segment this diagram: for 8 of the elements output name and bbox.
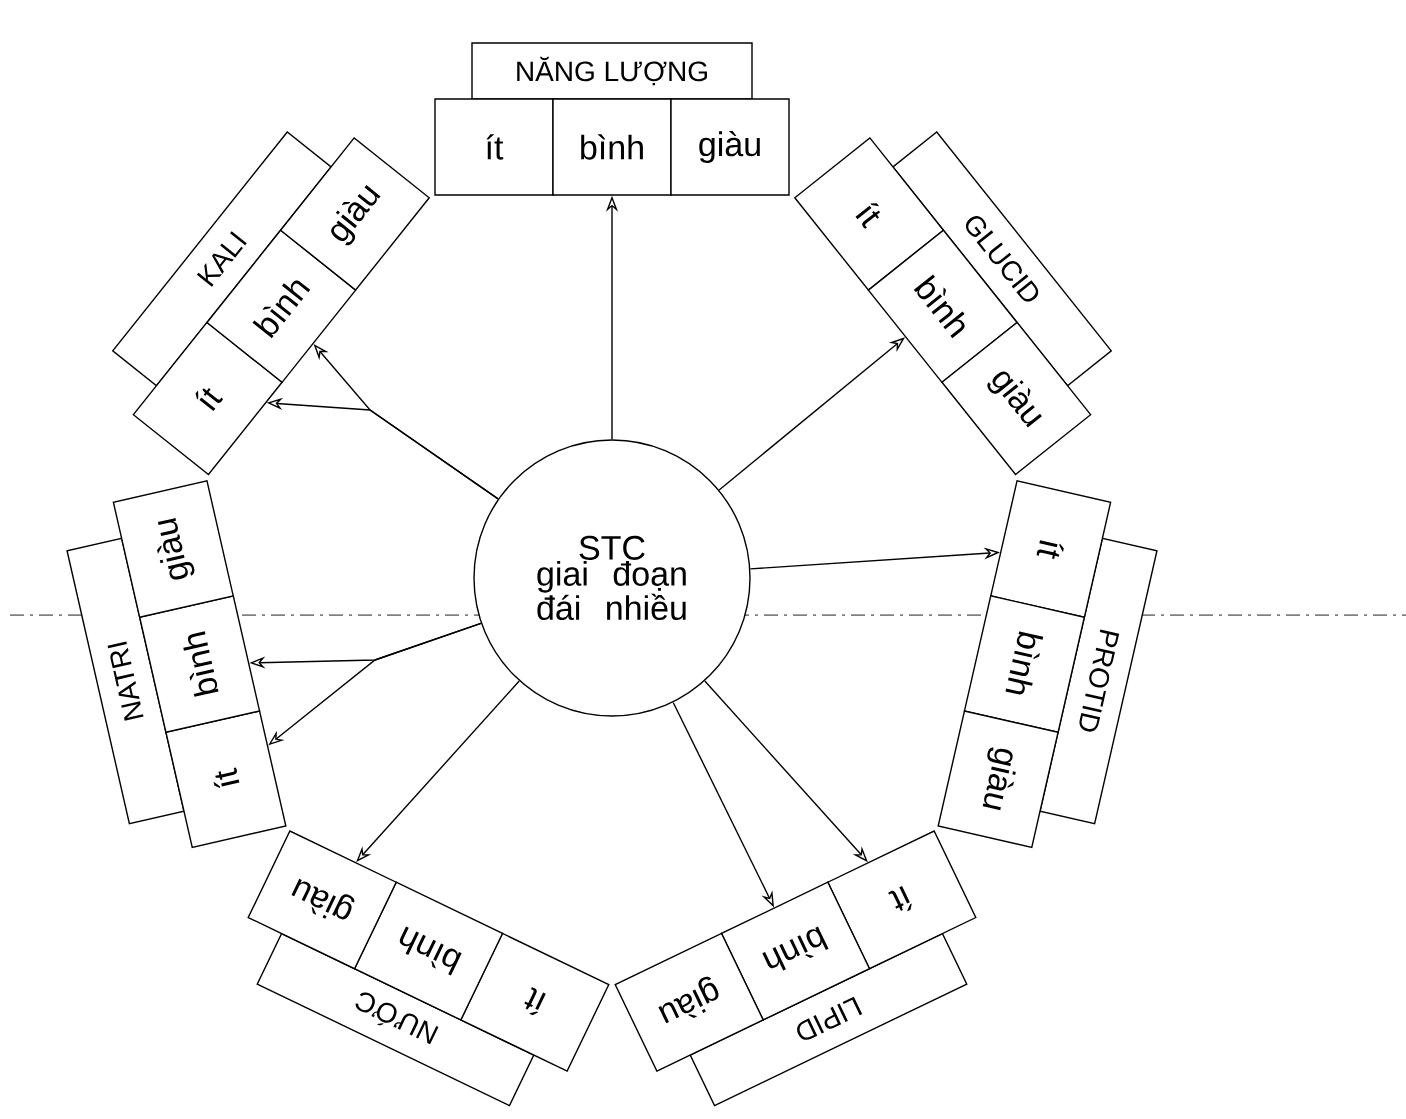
level-cell: ít bbox=[434, 98, 554, 196]
level-cell: bình bbox=[552, 98, 672, 196]
level-cell: ít bbox=[165, 710, 287, 849]
level-cell: giàu bbox=[112, 480, 235, 619]
level-cell: giàu bbox=[937, 710, 1059, 849]
level-cell: giàu bbox=[247, 830, 398, 970]
header-box: NĂNG LƯỢNG bbox=[471, 42, 753, 100]
level-cell: giàu bbox=[670, 98, 790, 196]
